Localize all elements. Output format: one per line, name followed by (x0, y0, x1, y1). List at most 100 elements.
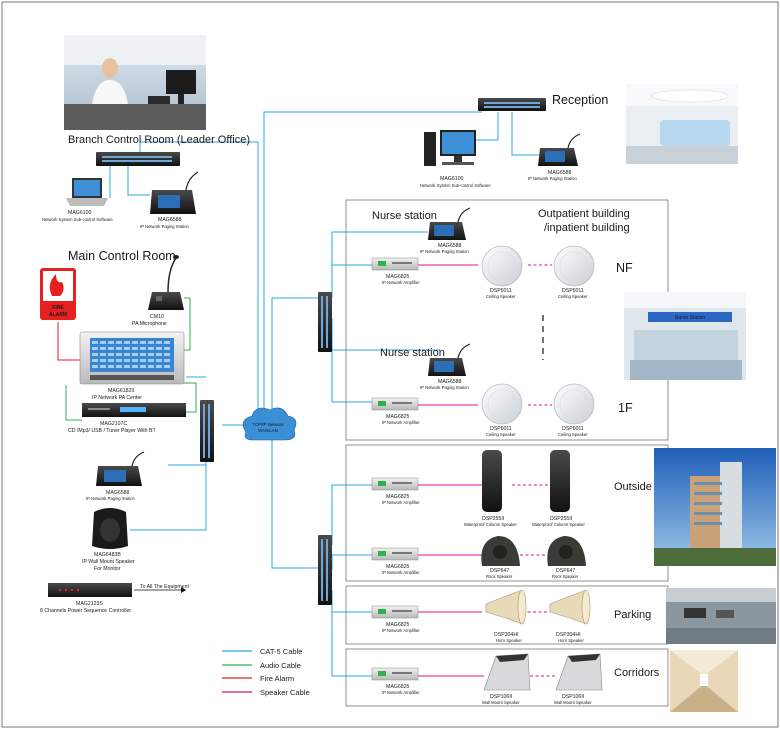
branch-pc-desc: Network System Sub-control Software (42, 217, 113, 222)
cm10-desc: PA Microphone (132, 321, 167, 327)
nurse-station-1f: Nurse station (380, 347, 445, 359)
horn-speaker-1 (485, 589, 527, 625)
wall-mount-speaker-1 (483, 653, 531, 691)
sequencer-note: To All The Equipment (140, 584, 189, 590)
wm1-model: DSP106II (490, 694, 512, 700)
nf-ceiling-speaker-2 (553, 245, 595, 287)
branch-mic-model: MAG6588 (158, 217, 181, 223)
cor-amp-model: MAG6825 (386, 684, 409, 690)
cloud-line1: TCP/IP Network (252, 422, 284, 427)
main-mic-desc: IP Network Paging Station (86, 496, 135, 501)
building-title-line2: /inpatient building (544, 222, 630, 234)
branch-laptop-icon (66, 178, 108, 206)
zone-corridors (345, 648, 669, 707)
rock1-desc: Rock Speaker (486, 574, 513, 579)
branch-paging-station-icon (150, 171, 199, 214)
nf-spk2-desc: Ceiling Speaker (558, 294, 588, 299)
column-speaker-1 (482, 450, 502, 512)
rock2-model: DSP647 (556, 568, 575, 574)
cor-amp-desc: IP Network Amplifier (382, 690, 420, 695)
rock1-model: DSP647 (490, 568, 509, 574)
horn1-model: DSP304HI (494, 632, 519, 638)
nf-amp-desc: IP Network Amplifier (382, 280, 420, 285)
outside-amplifier-2-icon (371, 547, 419, 561)
horn2-desc: Horn Speaker (558, 638, 584, 643)
nf-spk1-model: DSP6011 (490, 288, 512, 294)
parking-amplifier-icon (371, 605, 419, 619)
cables (57, 111, 556, 677)
main-switch (200, 400, 214, 462)
sequencer-model: MAG2123S (76, 601, 103, 607)
rock2-desc: Rock Speaker (552, 574, 579, 579)
wall-mount-speaker-2 (555, 653, 603, 691)
reception-pc-desc: Network System Sub-control Software (420, 183, 491, 188)
player-desc: CD /Mp3/ USB / Tuner Player With BT (68, 428, 156, 434)
1f-paging-station-icon (428, 343, 471, 376)
park-amp-desc: IP Network Amplifier (382, 628, 420, 633)
label-1f: 1F (618, 401, 633, 415)
nurse-station-nf: Nurse station (372, 210, 437, 222)
col2-model: DSP255II (550, 516, 572, 522)
fire-text: FIRE (52, 305, 64, 311)
1f-spk1-model: DSP6011 (490, 426, 512, 432)
nurse-sign-text: Nurse Station (675, 315, 706, 321)
outside-amp-desc: IP Network Amplifier (382, 500, 420, 505)
corridors-photo (670, 650, 738, 712)
fire-alarm-sign: FIRE ALARM (40, 268, 76, 320)
nf-mic-desc: IP Network Paging Station (420, 249, 469, 254)
outside-photo (654, 448, 776, 566)
reception-photo (626, 84, 738, 164)
horn2-model: DSP304HI (556, 632, 581, 638)
nf-paging-station-icon (428, 207, 471, 240)
building-switch (318, 292, 332, 352)
cm10-model: CM10 (150, 314, 164, 320)
label-parking: Parking (614, 609, 651, 621)
nf-amp-model: MAG6825 (386, 274, 409, 280)
rock-speaker-2 (547, 536, 586, 566)
nf-mic-model: MAG6588 (438, 243, 461, 249)
col1-model: DSP255II (482, 516, 504, 522)
sequencer-desc: 8 Channels Power Sequence Controller (40, 608, 131, 614)
pa-center-icon (79, 331, 185, 385)
branch-pc-model: MAG6100 (68, 210, 91, 216)
branch-title: Branch Control Room (Leader Office) (68, 134, 250, 146)
rock-speaker-1 (481, 536, 520, 566)
network-cloud-icon: TCP/IP Network WAN/LAN (242, 407, 297, 441)
1f-spk2-desc: Ceiling Speaker (558, 432, 588, 437)
pa-microphone-icon (148, 255, 184, 310)
1f-spk2-model: DSP6011 (562, 426, 584, 432)
corridors-amplifier-icon (371, 667, 419, 681)
reception-mic-desc: IP Network Paging Station (528, 176, 577, 181)
main-paging-station-icon (96, 451, 145, 486)
horn1-desc: Horn Speaker (496, 638, 522, 643)
cd-player-icon (82, 403, 186, 417)
column-speaker-2 (550, 450, 570, 512)
park-amp-model: MAG6825 (386, 622, 409, 628)
legend-label-speaker: Speaker Cable (260, 688, 310, 697)
cloud-line2: WAN/LAN (258, 428, 278, 433)
legend: CAT-5 Cable Audio Cable Fire Alarm Speak… (222, 647, 310, 697)
parking-photo (666, 588, 776, 644)
legend-label-fire: Fire Alarm (260, 674, 294, 683)
col1-desc: Waterproof Column Speaker (464, 522, 518, 527)
1f-spk1-desc: Ceiling Speaker (486, 432, 516, 437)
outside-amp-model: MAG6825 (386, 494, 409, 500)
main-title: Main Control Room (68, 249, 176, 263)
reception-paging-station-icon (538, 133, 581, 166)
wall-speaker-icon (92, 508, 128, 549)
main-mic-model: MAG6588 (106, 490, 129, 496)
1f-ceiling-speaker-2 (553, 383, 595, 425)
alarm-text: ALARM (49, 312, 67, 318)
1f-amp-model: MAG6825 (386, 414, 409, 420)
nf-ceiling-speaker-1 (481, 245, 523, 287)
wall-speaker-model: MAG6483B (94, 552, 121, 558)
wm2-desc: Wall Mount Speaker (554, 700, 592, 705)
reception-pc-model: MAG6100 (440, 176, 463, 182)
wm2-model: DSP106II (562, 694, 584, 700)
branch-switch (96, 152, 180, 166)
branch-mic-desc: IP Network Paging Station (140, 224, 189, 229)
rock-amp-model: MAG6825 (386, 564, 409, 570)
